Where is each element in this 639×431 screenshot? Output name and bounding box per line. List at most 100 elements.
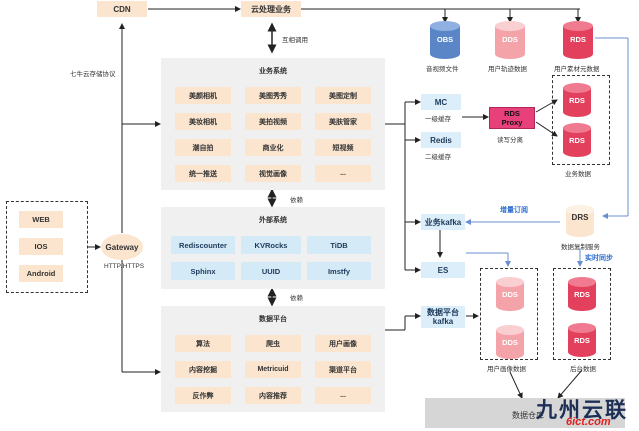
- rds-top-caption: 用户素材元数据: [554, 66, 600, 73]
- obs-caption: 音视频文件: [426, 66, 459, 73]
- profile-dds-cylinder-1: [496, 277, 524, 311]
- business-data-caption: 业务数据: [565, 171, 591, 178]
- proxy-caption: 读写分离: [497, 137, 523, 144]
- obs-cylinder: [430, 21, 460, 59]
- watermark-brand: 九州云联: [536, 397, 628, 422]
- backend-rds-label-2: RDS: [574, 336, 590, 345]
- backend-rds-cylinder-2: [568, 323, 596, 357]
- data-platform-kafka-box[interactable]: 数据平台 kafka: [421, 306, 465, 328]
- backend-rds-label-1: RDS: [574, 290, 590, 299]
- external-item[interactable]: KVRocks: [241, 236, 301, 254]
- client-web[interactable]: WEB: [19, 211, 63, 228]
- business-system-title: 业务系统: [259, 68, 287, 75]
- data-platform-item[interactable]: ...: [315, 387, 371, 404]
- gateway-label: Gateway: [105, 242, 139, 252]
- incremental-subscribe-label: 增量订阅: [500, 207, 528, 214]
- backend-data-group: [553, 268, 611, 360]
- business-item[interactable]: 潮自拍: [175, 139, 231, 156]
- gateway-node[interactable]: Gateway: [101, 234, 143, 260]
- proxy-line2: Proxy: [501, 118, 523, 127]
- mc-label: MC: [434, 97, 448, 107]
- external-item[interactable]: Imstfy: [307, 262, 371, 280]
- redis-caption: 二级缓存: [425, 154, 451, 161]
- mutual-call-label: 互相调用: [282, 37, 308, 44]
- external-item[interactable]: UUID: [241, 262, 301, 280]
- external-item[interactable]: Sphinx: [171, 262, 235, 280]
- business-item[interactable]: 短视频: [315, 139, 371, 156]
- business-data-group: [552, 75, 610, 165]
- obs-label: OBS: [436, 35, 454, 44]
- dds-top-cylinder: [495, 21, 525, 59]
- business-rds-cylinder-2: [563, 123, 591, 157]
- data-platform-item[interactable]: 用户画像: [315, 335, 371, 352]
- business-item[interactable]: 视觉画像: [245, 165, 301, 182]
- business-kafka-label: 业务kafka: [424, 217, 462, 227]
- data-warehouse-label: 数据仓库: [512, 411, 544, 420]
- backend-data-caption: 后台数据: [570, 366, 596, 373]
- business-item[interactable]: 美肤管家: [315, 113, 371, 130]
- dependency-label-2: 依赖: [290, 295, 303, 302]
- profile-dds-label-1: DDS: [502, 290, 518, 299]
- mc-caption: 一级缓存: [425, 116, 451, 123]
- es-box[interactable]: ES: [421, 262, 465, 278]
- external-system-title: 外部系统: [259, 217, 287, 224]
- redis-box[interactable]: Redis: [421, 132, 461, 148]
- cdn-box[interactable]: CDN: [97, 1, 147, 17]
- data-warehouse-box: [425, 398, 625, 428]
- data-platform-item[interactable]: 内容挖掘: [175, 361, 231, 378]
- dds-top-label: DDS: [502, 35, 518, 44]
- realtime-sync-label: 实时同步: [585, 255, 613, 262]
- external-item[interactable]: Rediscounter: [171, 236, 235, 254]
- gateway-protocol-label: HTTP/HTTPS: [104, 263, 145, 270]
- mc-box[interactable]: MC: [421, 94, 461, 110]
- dds-top-caption: 用户轨迹数据: [488, 66, 527, 73]
- client-android-label: Android: [26, 269, 56, 278]
- business-kafka-box[interactable]: 业务kafka: [421, 214, 465, 230]
- data-platform-item[interactable]: 内容推荐: [245, 387, 301, 404]
- clients-group: [6, 201, 88, 293]
- cloud-service-box[interactable]: 云处理业务: [241, 1, 301, 17]
- business-item[interactable]: 美妆相机: [175, 113, 231, 130]
- external-item[interactable]: TiDB: [307, 236, 371, 254]
- business-rds-label-1: RDS: [569, 96, 585, 105]
- drs-label: DRS: [571, 213, 589, 222]
- data-platform-item[interactable]: Metricuid: [245, 361, 301, 378]
- business-item[interactable]: ...: [315, 165, 371, 182]
- redis-label: Redis: [430, 135, 452, 145]
- rds-top-cylinder: [563, 21, 593, 59]
- business-item[interactable]: 商业化: [245, 139, 301, 156]
- client-web-label: WEB: [32, 215, 50, 224]
- client-android[interactable]: Android: [19, 265, 63, 282]
- data-platform-item[interactable]: 算法: [175, 335, 231, 352]
- data-platform-item[interactable]: 爬虫: [245, 335, 301, 352]
- business-item[interactable]: 美图秀秀: [245, 87, 301, 104]
- business-item[interactable]: 美拍视频: [245, 113, 301, 130]
- drs-cylinder: [566, 205, 594, 237]
- rds-top-label: RDS: [570, 35, 586, 44]
- dp-kafka-line2: kafka: [432, 317, 454, 326]
- dependency-label-1: 依赖: [290, 197, 303, 204]
- profile-dds-cylinder-2: [496, 325, 524, 359]
- rds-proxy-box[interactable]: RDS Proxy: [489, 107, 535, 129]
- es-label: ES: [437, 265, 449, 275]
- cloud-service-label: 云处理业务: [251, 4, 291, 14]
- business-item[interactable]: 美图定制: [315, 87, 371, 104]
- data-platform-title: 数据平台: [259, 316, 287, 323]
- business-rds-label-2: RDS: [569, 136, 585, 145]
- data-platform-item[interactable]: 反作弊: [175, 387, 231, 404]
- business-rds-cylinder-1: [563, 83, 591, 117]
- client-ios-label: IOS: [34, 242, 48, 251]
- drs-caption: 数据复制服务: [561, 244, 600, 251]
- client-ios[interactable]: IOS: [19, 238, 63, 255]
- qiniu-protocol-label: 七牛云存储协议: [70, 71, 116, 78]
- dp-kafka-line1: 数据平台: [427, 308, 459, 317]
- watermark-url: 6ict.com: [566, 416, 611, 428]
- user-profile-data-group: [480, 268, 538, 360]
- cdn-label: CDN: [113, 4, 131, 14]
- backend-rds-cylinder-1: [568, 277, 596, 311]
- proxy-line1: RDS: [504, 109, 520, 118]
- business-item[interactable]: 美颜相机: [175, 87, 231, 104]
- data-platform-item[interactable]: 渠道平台: [315, 361, 371, 378]
- user-profile-data-caption: 用户画像数据: [487, 366, 526, 373]
- business-item[interactable]: 统一推送: [175, 165, 231, 182]
